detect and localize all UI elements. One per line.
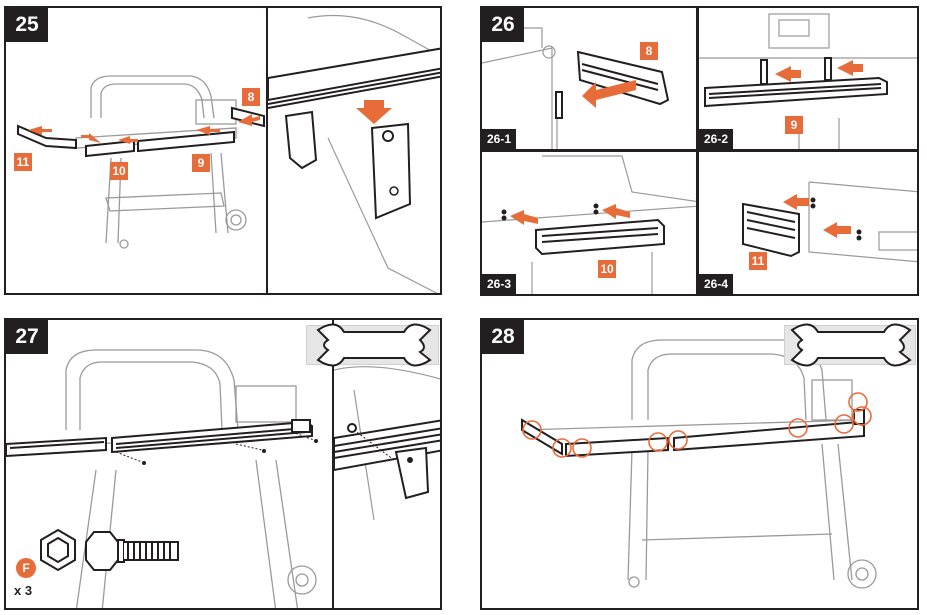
step-27-detail-panel	[332, 318, 442, 610]
part-label-10: 10	[598, 260, 616, 278]
step-27-grill-illustration	[6, 349, 318, 608]
step-27-panel: 27	[4, 318, 334, 610]
part-label-11: 11	[14, 153, 32, 171]
part-label-11: 11	[749, 252, 767, 270]
sub-step-tag: 26-3	[482, 274, 517, 294]
wrench-icon	[306, 325, 332, 365]
wrench-icon	[784, 325, 916, 365]
step-28-grill-illustration	[521, 339, 877, 589]
step-26-3-panel: 10 26-3	[480, 150, 698, 296]
wrench-icon-extension	[334, 325, 439, 365]
step-25-grill-illustration	[17, 75, 265, 249]
fastener-id-badge: F	[16, 558, 36, 578]
sub-step-tag: 26-4	[699, 274, 734, 294]
fastener-quantity: x 3	[14, 583, 33, 598]
sub-step-tag: 26-1	[482, 129, 517, 149]
step-26-3-illustration	[482, 155, 696, 294]
part-label-9: 9	[785, 116, 803, 134]
part-label-8: 8	[242, 88, 260, 106]
hex-nut-icon	[40, 528, 76, 572]
step-25-panel: 25 8 11 10 9	[4, 6, 268, 295]
step-25-detail-panel	[266, 6, 442, 295]
step-26-4-illustration	[742, 181, 917, 263]
step-26-4-panel: 11 26-4	[697, 150, 919, 296]
step-number: 27	[6, 320, 48, 354]
step-26-1-panel: 26 8 26-1	[480, 6, 698, 151]
part-label-8: 8	[640, 42, 658, 60]
bolt-icon	[85, 531, 179, 571]
step-number: 26	[482, 8, 524, 42]
step-26-2-panel: 9 26-2	[697, 6, 919, 151]
step-27-detail-illustration	[334, 366, 440, 521]
part-label-9: 9	[192, 154, 210, 172]
step-number: 28	[482, 320, 524, 354]
step-number: 25	[6, 8, 48, 42]
sub-step-tag: 26-2	[699, 129, 734, 149]
step-25-detail-illustration	[268, 14, 440, 293]
part-label-10: 10	[110, 162, 128, 180]
step-26-1-illustration	[482, 27, 670, 149]
step-28-panel: 28	[480, 318, 919, 610]
step-26-2-illustration	[699, 13, 917, 149]
